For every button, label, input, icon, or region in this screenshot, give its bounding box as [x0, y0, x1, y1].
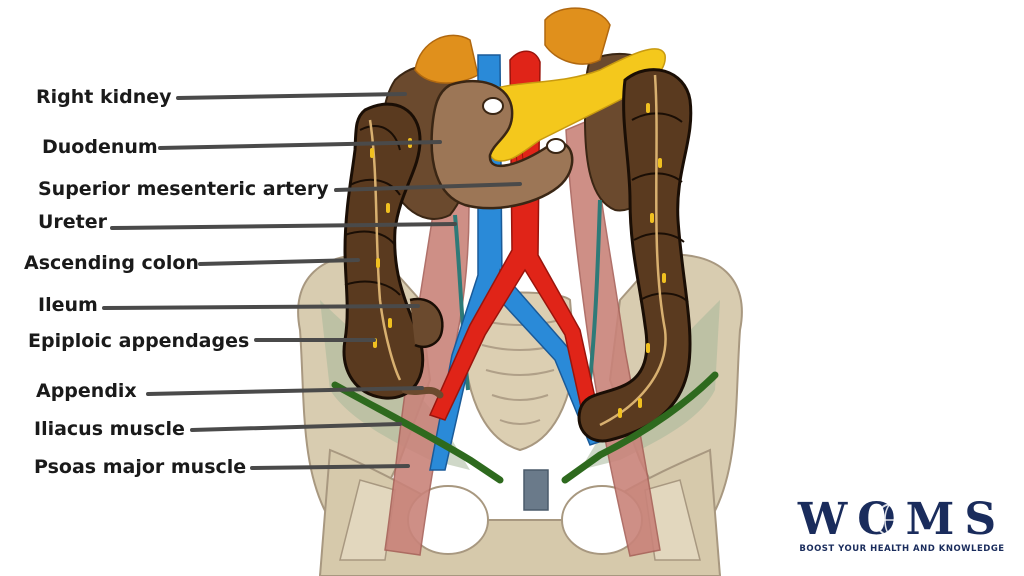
label-ascending-colon: Ascending colon [24, 252, 199, 274]
leader-psoas-major-muscle [250, 464, 410, 470]
appendix [401, 386, 444, 399]
label-ureter: Ureter [38, 211, 108, 233]
label-superior-mesenteric-artery: Superior mesenteric artery [38, 178, 329, 200]
label-ileum: Ileum [38, 294, 98, 316]
leader-lines [102, 92, 522, 470]
leader-duodenum [158, 140, 442, 150]
logo-tagline: BOOST YOUR HEALTH AND KNOWLEDGE [799, 544, 1005, 554]
leader-ascending-colon [198, 258, 360, 266]
aorta [428, 50, 601, 426]
jejunum-lumen [546, 138, 566, 154]
ileum [409, 297, 444, 349]
label-epiploic-appendages: Epiploic appendages [28, 330, 250, 352]
duodenum-lumen [482, 97, 504, 115]
label-iliacus-muscle: Iliacus muscle [34, 418, 185, 440]
left-adrenal-gland [544, 7, 611, 65]
iliacus-muscle-outline-left [331, 381, 504, 484]
descending-colon [577, 68, 693, 443]
pubic-symphysis [523, 469, 549, 511]
ureter-left [588, 199, 602, 381]
label-appendix: Appendix [36, 380, 137, 402]
leader-iliacus-muscle [190, 422, 402, 432]
leader-ureter [110, 222, 457, 230]
leader-appendix [146, 386, 424, 396]
label-right-kidney: Right kidney [36, 86, 172, 108]
psoas-major-muscle-right [565, 118, 661, 557]
pancreas [480, 48, 666, 162]
ascending-colon [342, 102, 425, 400]
leader-superior-mesenteric-artery [334, 182, 522, 192]
leader-right-kidney [176, 92, 407, 100]
leader-ileum [102, 304, 420, 310]
label-duodenum: Duodenum [42, 136, 158, 158]
iliacus-muscle-outline-right [561, 371, 719, 484]
duodenum [430, 80, 574, 210]
woms-logo: WOMS BOOST YOUR HEALTH AND KNOWLEDGE [786, 498, 1018, 560]
globe-icon [875, 503, 909, 537]
label-psoas-major-muscle: Psoas major muscle [34, 456, 247, 478]
right-adrenal-gland [414, 34, 479, 84]
